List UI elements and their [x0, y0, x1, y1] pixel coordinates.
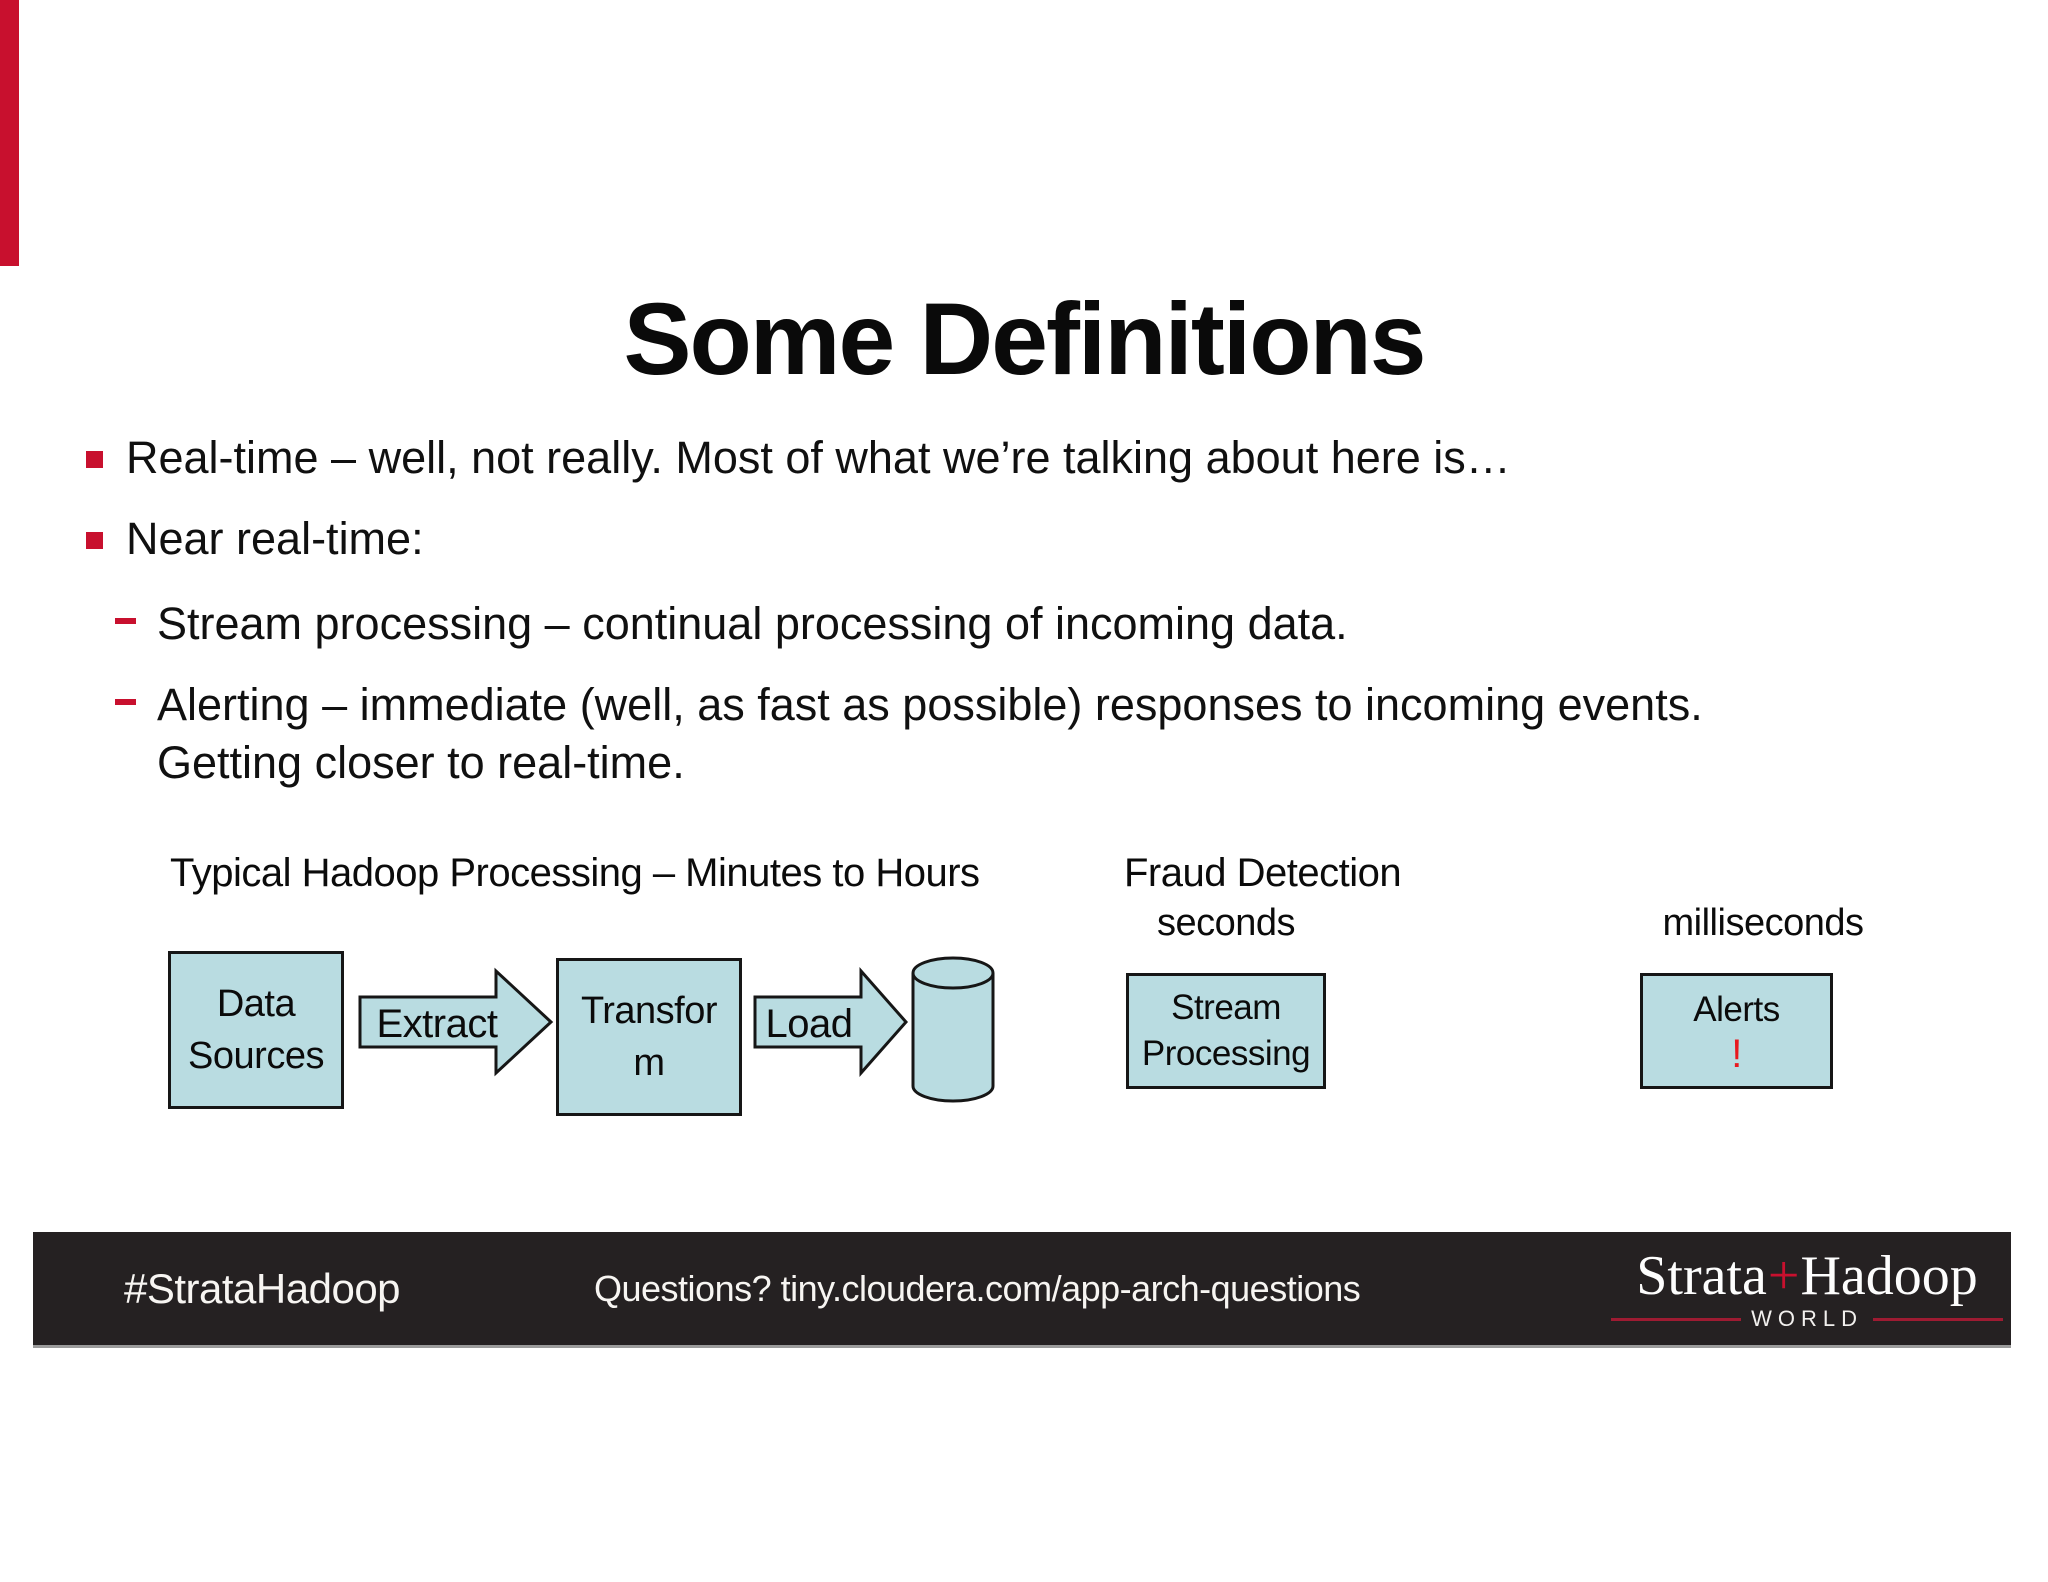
- bullet-square-icon: [86, 451, 103, 468]
- stream-line1: Stream: [1171, 988, 1281, 1027]
- alerts-label: Alerts: [1693, 990, 1780, 1029]
- transform-line2: m: [633, 1042, 665, 1084]
- strata-hadoop-logo: Strata+Hadoop WORLD: [1611, 1247, 2004, 1332]
- sub-bullet-alerting: Alerting – immediate (well, as fast as p…: [157, 676, 1703, 792]
- sub-bullet-stream-processing: Stream processing – continual processing…: [157, 598, 1348, 649]
- left-red-accent-bar: [0, 0, 19, 266]
- logo-hadoop: Hadoop: [1800, 1245, 1978, 1307]
- logo-red-line: [1872, 1317, 2004, 1321]
- footer-bar: #StrataHadoop Questions? tiny.cloudera.c…: [33, 1232, 2011, 1345]
- transform-box: Transfor m: [556, 958, 742, 1116]
- bullet-near-realtime: Near real-time:: [126, 513, 424, 564]
- bullet-square-icon: [86, 532, 103, 549]
- logo-world-text: WORLD: [1751, 1306, 1863, 1331]
- milliseconds-label: milliseconds: [1662, 902, 1864, 944]
- seconds-label: seconds: [1156, 902, 1296, 944]
- logo-world-row: WORLD: [1611, 1306, 2004, 1332]
- data-sources-line1: Data: [216, 983, 296, 1025]
- sub-bullet-alerting-line2: Getting closer to real-time.: [157, 737, 685, 788]
- footer-questions-url: Questions? tiny.cloudera.com/app-arch-qu…: [594, 1268, 1361, 1309]
- alerts-box: Alerts !: [1640, 973, 1833, 1089]
- transform-line1: Transfor: [580, 990, 718, 1032]
- logo-red-line: [1611, 1317, 1742, 1321]
- extract-arrow-label: Extract: [376, 1002, 498, 1046]
- slide-title: Some Definitions: [623, 282, 1426, 396]
- footer-hashtag: #StrataHadoop: [124, 1265, 401, 1312]
- load-arrow-icon: [753, 967, 909, 1077]
- load-arrow-label: Load: [765, 1002, 853, 1046]
- data-sources-line2: Sources: [188, 1035, 324, 1077]
- data-sources-box: Data Sources: [168, 951, 344, 1109]
- extract-arrow-icon: [358, 967, 554, 1077]
- alert-exclamation-mark: !: [1731, 1032, 1742, 1076]
- logo-plus-icon: +: [1767, 1245, 1800, 1307]
- hadoop-processing-label: Typical Hadoop Processing – Minutes to H…: [170, 851, 980, 895]
- sub-bullet-dash-icon: [115, 699, 136, 705]
- stream-processing-box: Stream Processing: [1126, 973, 1326, 1089]
- fraud-detection-label: Fraud Detection: [1124, 851, 1402, 895]
- stream-line2: Processing: [1141, 1034, 1311, 1073]
- database-cylinder-icon: [911, 956, 995, 1103]
- sub-bullet-alerting-line1: Alerting – immediate (well, as fast as p…: [157, 679, 1703, 730]
- bullet-realtime: Real-time – well, not really. Most of wh…: [126, 432, 1511, 483]
- sub-bullet-dash-icon: [115, 618, 136, 624]
- logo-strata: Strata: [1636, 1245, 1767, 1307]
- strata-hadoop-logo-wordmark: Strata+Hadoop: [1611, 1247, 2003, 1305]
